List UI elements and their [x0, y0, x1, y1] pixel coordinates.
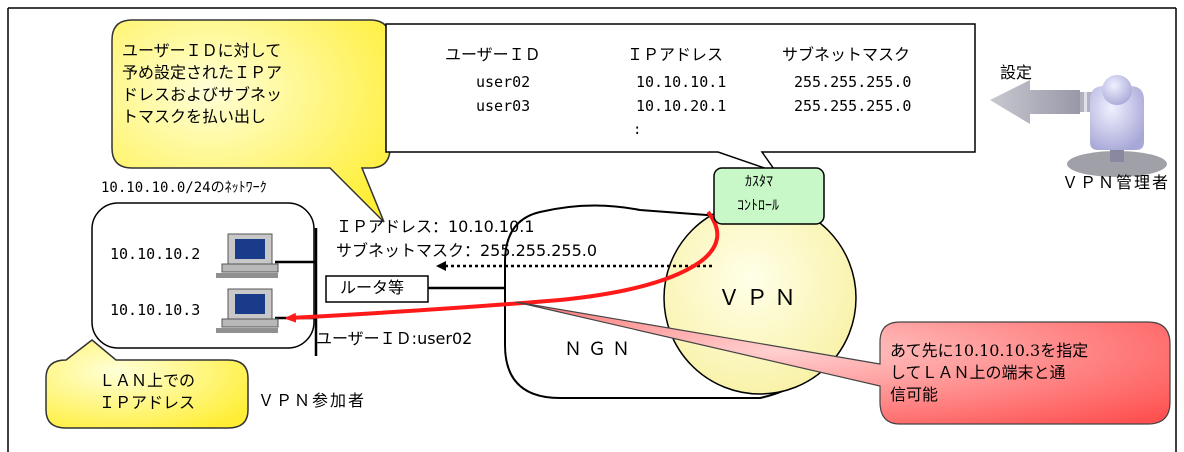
table-header-mask: サブネットマスク [782, 45, 911, 64]
callout-right: あて先に10.10.10.3を指定 してＬＡＮ上の端末と通 信可能 [890, 340, 1088, 406]
ngn-label: ＮＧＮ [564, 339, 636, 360]
callout-lan-line: ＩＰアドレス [98, 393, 195, 412]
table-box [385, 23, 976, 174]
callout-top-line: ドレスおよびサブネッ [122, 85, 283, 104]
custom-control-line: ｶｽﾀﾏ [745, 174, 773, 190]
router-user-line: ユーザーＩＤ:user02 [316, 329, 473, 348]
pc-icon-host1 [216, 233, 279, 278]
router-box [325, 275, 429, 303]
callout-right-line: してＬＡＮ上の端末と通 [890, 363, 1066, 382]
callout-top-line: 予め設定されたＩＰア [122, 63, 283, 82]
network-label: 10.10.10.0/24のﾈｯﾄﾜｰｸ [101, 180, 267, 196]
lan-area [91, 202, 315, 349]
custom-control-line: ｺﾝﾄﾛｰﾙ [737, 198, 779, 214]
callout-lan-shape [45, 339, 249, 429]
participant-label: ＶＰＮ参加者 [258, 391, 367, 410]
callout-right-line: 信可能 [890, 385, 939, 404]
callout-top-line: ユーザーＩＤに対して [122, 41, 282, 60]
admin-setting-label: 設定 [1000, 63, 1033, 82]
table-header-ip: ＩＰアドレス [627, 45, 724, 64]
callout-top: ユーザーＩＤに対して 予め設定されたＩＰア ドレスおよびサブネッ トマスクを払い… [122, 40, 282, 128]
callout-lan: ＬＡＮ上での ＩＰアドレス [72, 370, 222, 414]
router-label: ルータ等 [340, 278, 405, 297]
callout-lan-line: ＬＡＮ上での [98, 371, 195, 390]
table-cell-mask: 255.255.255.0 [794, 97, 912, 115]
router-mask-line: サブネットマスク：255.255.255.0 [336, 241, 598, 260]
host1-ip: 10.10.10.2 [110, 245, 201, 263]
callout-right-line: あて先に10.10.10.3を指定 [890, 341, 1089, 360]
host2-ip: 10.10.10.3 [110, 301, 201, 319]
router-ip-line: ＩＰアドレス：10.10.10.1 [336, 217, 535, 236]
custom-control-box [713, 167, 825, 225]
table-cell-ip: 10.10.20.1 [636, 97, 727, 115]
pc-icon-host2 [216, 288, 279, 333]
table-cell-userid: user03 [476, 97, 531, 115]
table-ellipsis: : [633, 122, 642, 138]
table-cell-mask: 255.255.255.0 [794, 73, 912, 91]
table-cell-ip: 10.10.10.1 [636, 73, 727, 91]
admin-setting-arrow [990, 80, 1092, 124]
table-header-userid: ユーザーＩＤ [445, 45, 541, 64]
callout-right-shape [515, 301, 1171, 425]
callout-top-line: トマスクを払い出し [122, 107, 267, 126]
table-cell-userid: user02 [476, 73, 531, 91]
vpn-label: ＶＰＮ [718, 286, 803, 311]
admin-name: ＶＰＮ管理者 [1062, 173, 1171, 192]
red-route-arrow [290, 210, 720, 318]
admin-person-icon [1067, 75, 1167, 177]
